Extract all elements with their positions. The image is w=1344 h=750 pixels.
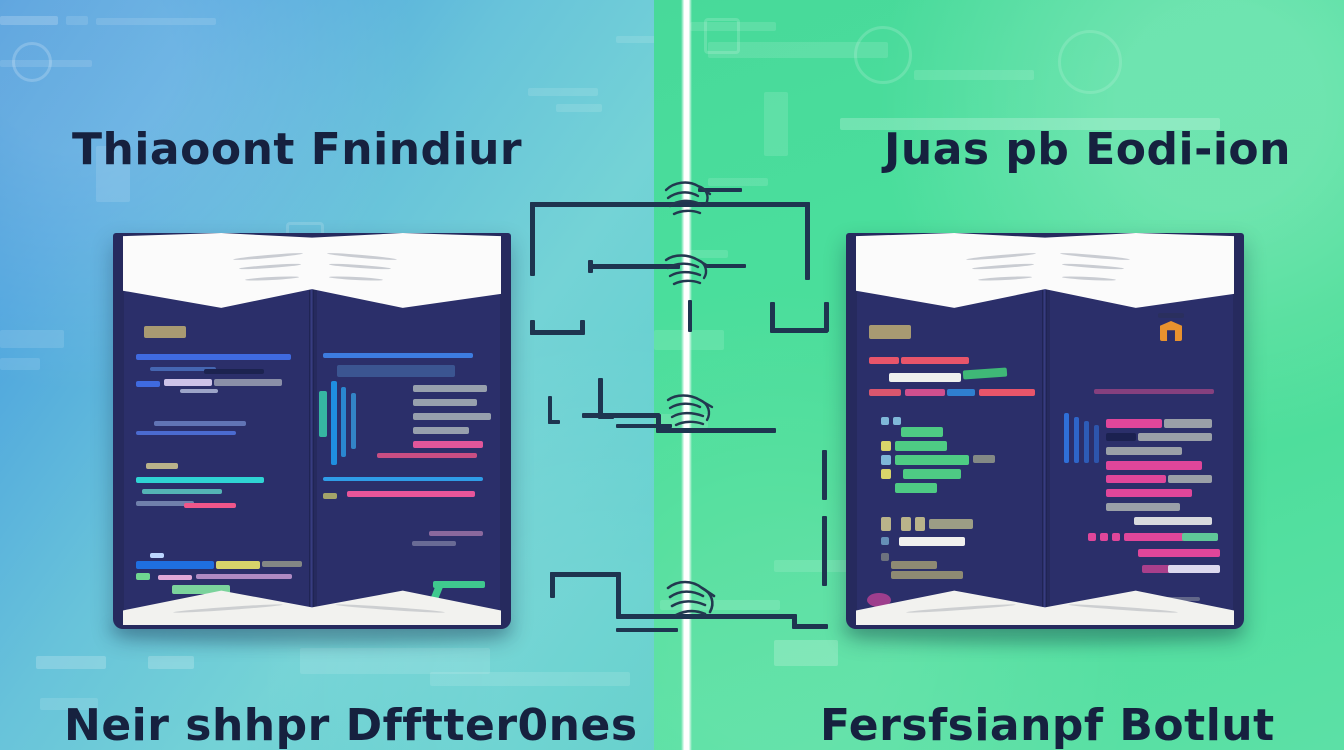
handshake-icon <box>664 181 712 216</box>
panel-divider <box>681 0 692 750</box>
right-book <box>846 233 1244 629</box>
left-book-gutter <box>309 243 314 619</box>
handshake-icon <box>666 394 714 427</box>
right-caption: Fersfsianpf Botlut <box>820 700 1275 750</box>
right-book-gutter <box>1042 243 1047 619</box>
handshake-icon <box>666 580 716 617</box>
right-heading: Juas pb Eodi-ion <box>884 124 1291 175</box>
right-book-left-page <box>857 241 1046 621</box>
center-connector-diagram <box>520 168 860 638</box>
left-book <box>113 233 511 629</box>
handshake-icon <box>664 254 710 286</box>
page-tag <box>144 326 186 338</box>
left-caption: Neir shhpr Dfftter0nes <box>64 700 638 750</box>
page-tag <box>869 325 911 339</box>
left-heading: Thiaoont Fnindiur <box>72 124 523 175</box>
